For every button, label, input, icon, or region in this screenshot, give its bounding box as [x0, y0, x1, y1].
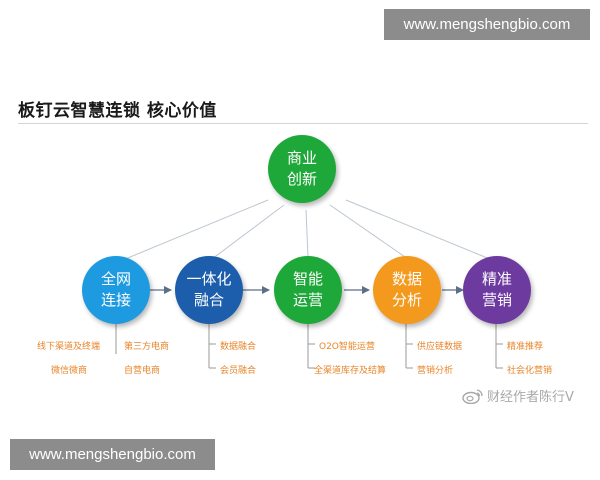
node-label-line2: 分析 [391, 291, 422, 309]
item-label: 供应链数据 [417, 342, 463, 352]
hub-line [345, 199, 498, 263]
node-label-line2: 运营 [292, 291, 323, 309]
item-label: 会员融合 [220, 366, 257, 376]
node-smart-operation: 智能 运营 [274, 256, 342, 324]
node-label-line2: 创新 [286, 170, 317, 188]
hub-line [329, 204, 409, 260]
title-divider [18, 123, 588, 124]
social-watermark: 财经作者陈行V [462, 386, 574, 405]
item-label: O2O智能运营 [319, 342, 375, 352]
item-branches [115, 322, 503, 369]
node-precision-marketing: 精准 营销 [463, 256, 531, 324]
watermark-top: www.mengshengbio.com [384, 9, 590, 40]
hub-line [305, 209, 309, 258]
node-full-network-connection: 全网 连接 [82, 256, 150, 324]
item-label: 全渠道库存及结算 [314, 366, 387, 376]
hub-line [117, 199, 269, 263]
item-label: 第三方电商 [124, 342, 170, 352]
item-label: 社会化营销 [507, 366, 553, 376]
node-data-analysis: 数据 分析 [373, 256, 441, 324]
item-label: 精准推荐 [507, 342, 544, 352]
node-integration-fusion: 一体化 融合 [175, 256, 243, 324]
node-label-line1: 全网 [100, 270, 131, 288]
node-label-line1: 数据 [391, 270, 422, 288]
node-label-line1: 精准 [481, 270, 512, 288]
hub-line [211, 204, 285, 260]
node-label-line2: 营销 [481, 291, 512, 309]
item-label: 线下渠道及终端 [37, 342, 101, 352]
item-label: 自营电商 [124, 366, 161, 376]
item-label: 数据融合 [220, 342, 257, 352]
node-label-line1: 智能 [292, 270, 323, 288]
page-title: 板钉云智慧连锁 核心价值 [18, 101, 217, 121]
watermark-bottom: www.mengshengbio.com [10, 439, 215, 470]
node-label-line1: 商业 [286, 149, 317, 167]
social-caption: 财经作者陈行V [487, 390, 574, 405]
item-label: 微信微商 [51, 366, 88, 376]
weibo-icon [462, 388, 484, 404]
node-label-line1: 一体化 [186, 270, 232, 288]
node-label-line2: 连接 [100, 291, 131, 309]
item-label: 营销分析 [417, 366, 454, 376]
node-business-innovation: 商业 创新 [268, 135, 336, 203]
node-label-line2: 融合 [193, 291, 224, 309]
